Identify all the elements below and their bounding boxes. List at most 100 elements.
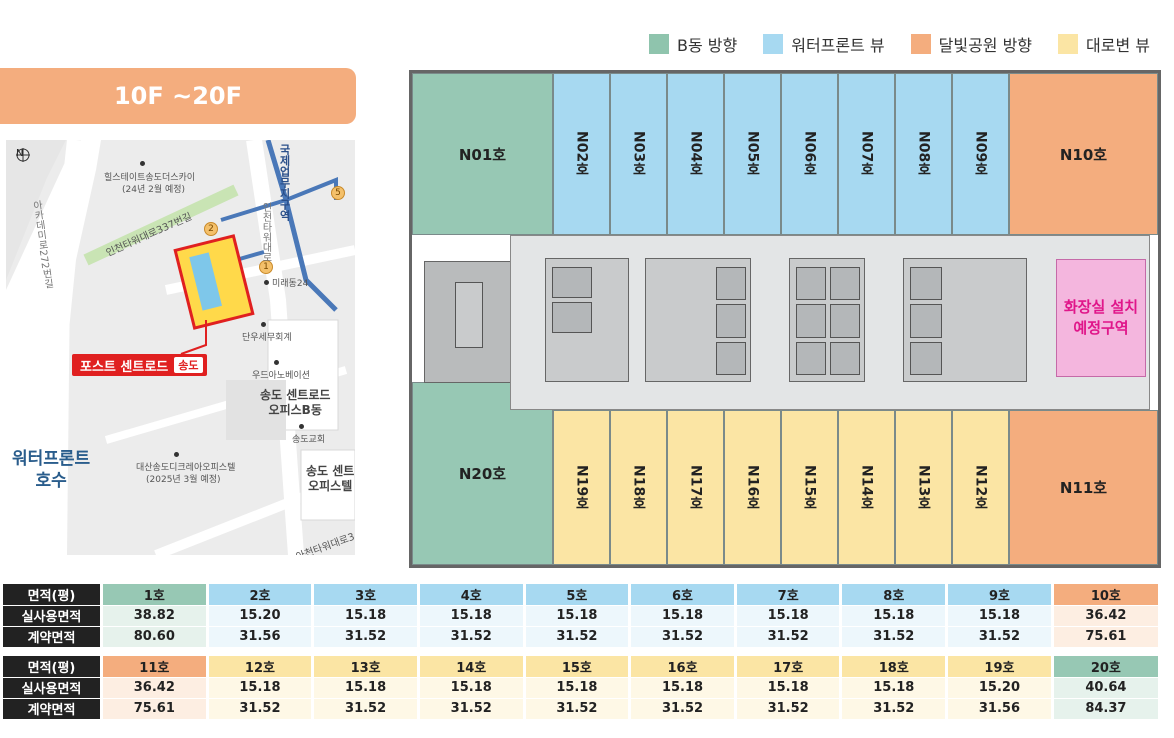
compass-icon (16, 148, 30, 162)
waterfront-lake-label: 워터프론트 호수 (12, 449, 91, 491)
north-label: N (16, 148, 24, 159)
poi-dot (274, 360, 279, 365)
unit-n19[interactable]: N19호 (553, 410, 610, 565)
unit-n09[interactable]: N09호 (952, 73, 1009, 235)
unit-n01[interactable]: N01호 (412, 73, 553, 235)
unit-label: N08호 (915, 131, 932, 177)
table-cell: 31.52 (311, 626, 419, 648)
table-cell: 84.37 (1050, 698, 1158, 720)
table-row-header: 면적(평) 1호 2호 3호 4호 5호 6호 7호 8호 9호 10호 (0, 584, 1158, 606)
callout-tag: 송도 (174, 357, 203, 373)
unit-label: N15호 (801, 464, 818, 511)
unit-header: 16호 (628, 656, 736, 678)
table-cell: 36.42 (100, 677, 208, 699)
unit-n18[interactable]: N18호 (610, 410, 667, 565)
poi-office-c: 송도 센트 오피스텔 (306, 464, 355, 493)
unit-n04[interactable]: N04호 (667, 73, 724, 235)
legend-label: 워터프론트 뷰 (791, 36, 885, 55)
table-cell: 15.18 (628, 677, 736, 699)
unit-label: N19호 (573, 464, 590, 511)
road-mid: 인천타워대로 (260, 202, 271, 262)
legend-swatch (763, 34, 784, 54)
legend: B동 방향 워터프론트 뷰 달빛공원 방향 대로변 뷰 (648, 32, 1150, 56)
unit-label: N10호 (1059, 145, 1108, 164)
row-label: 계약면적 (0, 698, 102, 720)
area-table-11-20: 면적(평) 11호 12호 13호 14호 15호 16호 17호 18호 19… (0, 656, 1158, 720)
marker-2: 2 (204, 222, 218, 236)
legend-label: 달빛공원 방향 (938, 36, 1033, 55)
central-core (510, 235, 1150, 410)
table-cell: 15.18 (733, 677, 841, 699)
legend-swatch (1058, 34, 1079, 54)
location-map: N 힐스테이트송도더스카이 (24년 2월 예정) 2 1 5 아카데미로272… (6, 140, 355, 555)
unit-n06[interactable]: N06호 (781, 73, 838, 235)
unit-label: N18호 (630, 464, 647, 511)
table-cell: 15.20 (945, 677, 1053, 699)
unit-n03[interactable]: N03호 (610, 73, 667, 235)
poi-dot (261, 322, 266, 327)
table-cell: 15.18 (839, 677, 947, 699)
poi-dot (174, 452, 179, 457)
table-cell: 31.56 (205, 626, 313, 648)
restroom-planned-zone: 화장실 설치 예정구역 (1056, 259, 1146, 377)
restroom-zone-label: 화장실 설치 예정구역 (1063, 298, 1139, 337)
unit-n20[interactable]: N20호 (412, 382, 553, 565)
unit-n07[interactable]: N07호 (838, 73, 895, 235)
table-cell: 38.82 (100, 605, 208, 627)
restroom-core-left (645, 258, 751, 382)
table-row: 계약면적 75.61 31.52 31.52 31.52 31.52 31.52… (0, 698, 1158, 720)
table-cell: 31.52 (628, 698, 736, 720)
table-cell: 15.18 (522, 677, 630, 699)
poi-dot (264, 280, 269, 285)
unit-label: N07호 (858, 131, 875, 177)
legend-label: 대로변 뷰 (1086, 36, 1150, 55)
table-cell: 31.52 (416, 698, 525, 720)
unit-n08[interactable]: N08호 (895, 73, 952, 235)
row-label: 실사용면적 (0, 605, 102, 627)
unit-label: N03호 (630, 131, 647, 177)
legend-item-moonlight-park: 달빛공원 방향 (910, 32, 1033, 56)
unit-header: 13호 (311, 656, 419, 678)
unit-label: N17호 (687, 464, 704, 511)
lobby-inner (455, 282, 483, 348)
unit-header: 7호 (733, 584, 841, 606)
unit-header: 8호 (839, 584, 947, 606)
unit-label: N14호 (858, 464, 875, 511)
unit-n05[interactable]: N05호 (724, 73, 781, 235)
table-cell: 15.18 (522, 605, 630, 627)
unit-label: N16호 (744, 464, 761, 511)
unit-header: 19호 (945, 656, 1053, 678)
unit-n10[interactable]: N10호 (1009, 73, 1158, 235)
table-row: 계약면적 80.60 31.56 31.52 31.52 31.52 31.52… (0, 626, 1158, 648)
unit-n16[interactable]: N16호 (724, 410, 781, 565)
table-cell: 31.52 (416, 626, 525, 648)
unit-n12[interactable]: N12호 (952, 410, 1009, 565)
unit-n14[interactable]: N14호 (838, 410, 895, 565)
unit-n02[interactable]: N02호 (553, 73, 610, 235)
table-cell: 40.64 (1050, 677, 1158, 699)
table-cell: 31.52 (311, 698, 419, 720)
table-cell: 15.20 (205, 605, 313, 627)
legend-item-b-dong: B동 방향 (648, 32, 737, 56)
table-cell: 15.18 (839, 605, 947, 627)
poi-daesan: 대산송도디크레아오피스텔 (136, 463, 236, 473)
poi-dot (299, 424, 304, 429)
unit-label: N11호 (1059, 479, 1108, 497)
table-row-header: 면적(평) 11호 12호 13호 14호 15호 16호 17호 18호 19… (0, 656, 1158, 678)
unit-label: N12호 (972, 464, 989, 511)
row-label: 실사용면적 (0, 677, 102, 699)
unit-n11[interactable]: N11호 (1009, 410, 1158, 565)
poi-skyline-note: (24년 2월 예정) (122, 185, 186, 195)
building-callout: 포스트 센트로드 송도 (72, 354, 207, 376)
unit-n15[interactable]: N15호 (781, 410, 838, 565)
table-cell: 15.18 (205, 677, 313, 699)
legend-swatch (910, 34, 931, 54)
unit-label: N01호 (458, 145, 507, 164)
poi-office-b: 송도 센트로드 오피스B동 (260, 388, 331, 417)
unit-n17[interactable]: N17호 (667, 410, 724, 565)
unit-header: 11호 (100, 656, 208, 678)
elevator-bank (789, 258, 865, 382)
table-cell: 15.18 (945, 605, 1053, 627)
marker-1: 1 (259, 260, 273, 274)
unit-n13[interactable]: N13호 (895, 410, 952, 565)
